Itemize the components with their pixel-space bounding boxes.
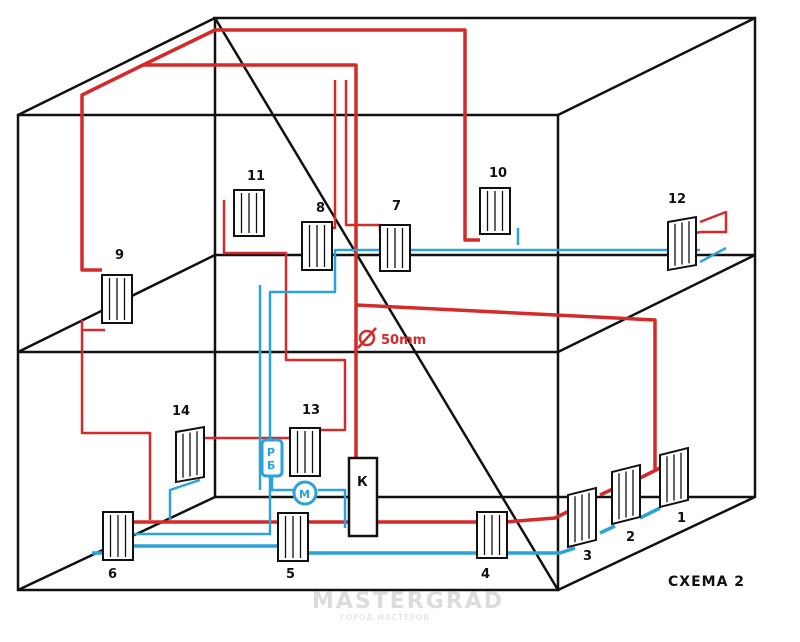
radiator-7: 7 (379, 199, 411, 272)
scheme-title: СХЕМА 2 (668, 574, 745, 590)
radiator-4-label: 4 (481, 567, 490, 582)
return-pipes (92, 228, 727, 555)
radiator-13: 13 (289, 403, 321, 477)
radiator-14-label: 14 (172, 404, 190, 419)
radiator-5-label: 5 (286, 567, 295, 582)
radiator-10: 10 (479, 166, 511, 235)
radiator-5: 5 (277, 512, 309, 582)
pump-label: М (299, 488, 310, 501)
radiator-3-label: 3 (583, 549, 592, 564)
radiator-9: 9 (101, 248, 133, 324)
boiler: К (347, 456, 379, 538)
boiler-label: К (357, 475, 368, 490)
radiator-6-label: 6 (108, 567, 117, 582)
diameter-icon (358, 329, 376, 347)
pipe-diameter-callout: 50mm (357, 327, 426, 349)
pipe-diameter-label: 50mm (381, 333, 426, 348)
radiator-14: 14 (172, 404, 205, 484)
radiator-4: 4 (476, 511, 508, 582)
radiator-1: 1 (659, 446, 689, 526)
radiator-10-label: 10 (489, 166, 507, 181)
radiator-3: 3 (567, 486, 597, 564)
radiator-2: 2 (611, 463, 641, 545)
radiator-9-label: 9 (115, 248, 124, 263)
radiator-12: 12 (667, 192, 697, 272)
watermark-sub: ГОРОД МАСТЕРОВ (340, 613, 430, 622)
pump: М (292, 480, 318, 506)
watermark-main: MASTERGRAD (312, 589, 504, 614)
radiator-11-label: 11 (247, 169, 265, 184)
radiator-2-label: 2 (626, 530, 635, 545)
radiator-8: 8 (301, 201, 333, 271)
radiator-12-label: 12 (668, 192, 686, 207)
radiator-6: 6 (102, 511, 134, 582)
radiator-13-label: 13 (302, 403, 320, 418)
radiator-11: 11 (233, 169, 265, 237)
radiator-7-label: 7 (392, 199, 401, 214)
radiator-1-label: 1 (677, 511, 686, 526)
radiator-8-label: 8 (316, 201, 325, 216)
watermark: MASTERGRAD ГОРОД МАСТЕРОВ (312, 589, 504, 622)
